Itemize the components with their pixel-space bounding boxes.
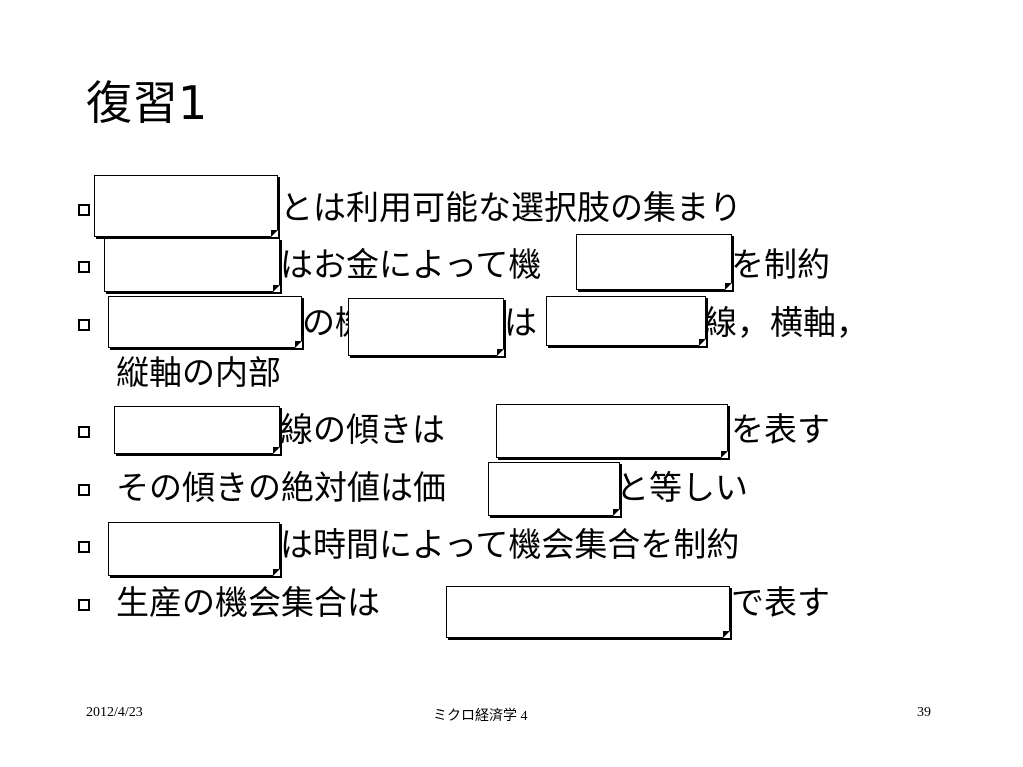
blank-box — [114, 406, 280, 454]
bullet-4-text-a: 線の傾きは — [280, 410, 445, 449]
slide-title: 復習1 — [86, 76, 208, 130]
blank-box — [94, 175, 278, 237]
bullet-marker — [78, 319, 90, 331]
bullet-marker — [78, 599, 90, 611]
bullet-2-text-b: を制約 — [731, 245, 830, 284]
bullet-5-text-b: と等しい — [616, 468, 748, 507]
blank-box — [576, 234, 732, 290]
blank-box — [488, 462, 620, 516]
bullet-3-text-b: は — [504, 303, 537, 342]
bullet-marker — [78, 426, 90, 438]
bullet-4-text-b: を表す — [731, 410, 830, 449]
bullet-6-text: は時間によって機会集合を制約 — [280, 525, 740, 564]
bullet-marker — [78, 204, 90, 216]
blank-box — [496, 404, 728, 458]
bullet-3-text-c: 線，横軸， — [704, 303, 869, 342]
blank-box — [108, 522, 280, 576]
blank-box — [446, 586, 730, 638]
bullet-3-text-d: 縦軸の内部 — [116, 353, 281, 392]
blank-box — [348, 298, 504, 356]
footer-page-number: 39 — [917, 705, 931, 720]
footer-date: 2012/4/23 — [86, 705, 143, 720]
bullet-marker — [78, 261, 90, 273]
footer-course: ミクロ経済学 4 — [433, 709, 528, 724]
bullet-marker — [78, 484, 90, 496]
blank-box — [546, 296, 706, 346]
bullet-2-text-a: はお金によって機 — [280, 245, 542, 284]
bullet-marker — [78, 541, 90, 553]
blank-box — [108, 296, 302, 348]
bullet-5-text-a: その傾きの絶対値は価 — [116, 468, 446, 507]
bullet-7-text-b: で表す — [731, 583, 830, 622]
blank-box — [104, 238, 280, 292]
bullet-1-text: とは利用可能な選択肢の集まり — [280, 188, 742, 227]
bullet-7-text-a: 生産の機会集合は — [116, 583, 380, 622]
